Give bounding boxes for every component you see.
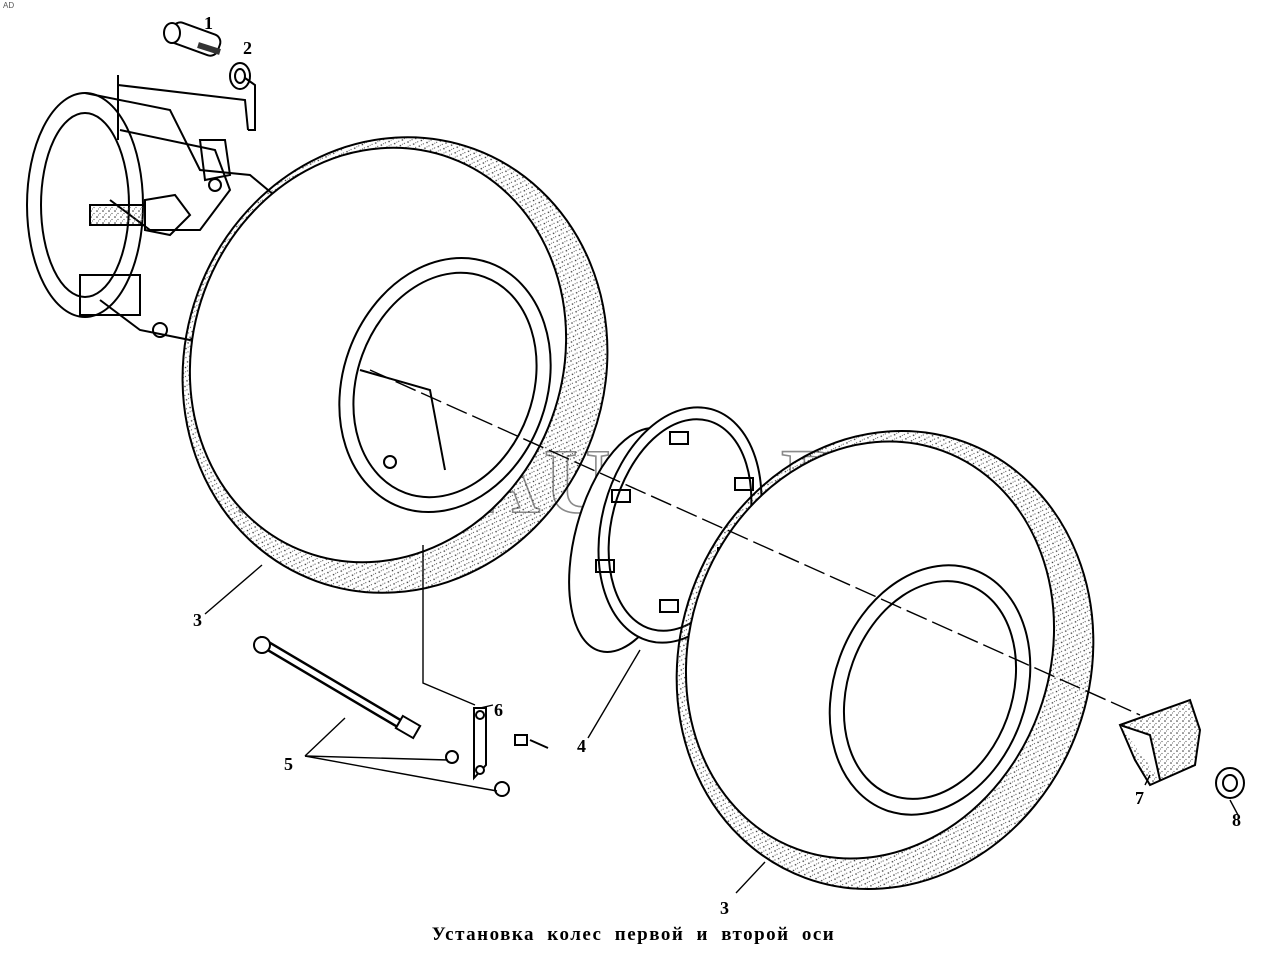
callout-3-lower: 3 — [720, 898, 729, 918]
callout-5: 5 — [284, 754, 293, 774]
corner-mark: AD — [3, 1, 15, 10]
callout-2: 2 — [243, 38, 252, 58]
pin-part-1 — [163, 21, 222, 57]
callout-6: 6 — [494, 700, 503, 720]
axis-centerline — [369, 369, 1141, 716]
tire-right — [675, 429, 1095, 891]
diagram-caption: Установка колес первой и второй оси — [431, 924, 836, 945]
callout-7: 7 — [1135, 788, 1144, 808]
valve-extension-part-5 — [253, 635, 510, 797]
callout-8: 8 — [1232, 810, 1241, 830]
hub-cap-part-7 — [1118, 698, 1202, 787]
hub-brake-assembly — [26, 75, 282, 342]
leader-lines — [204, 545, 1239, 894]
callout-1: 1 — [204, 13, 213, 33]
callout-3-upper: 3 — [193, 610, 202, 630]
washer-part-2 — [229, 62, 256, 131]
callout-4: 4 — [577, 736, 586, 756]
nut-part-8 — [1215, 767, 1245, 799]
tire-left — [181, 136, 609, 594]
bracket-part-6 — [473, 707, 549, 781]
